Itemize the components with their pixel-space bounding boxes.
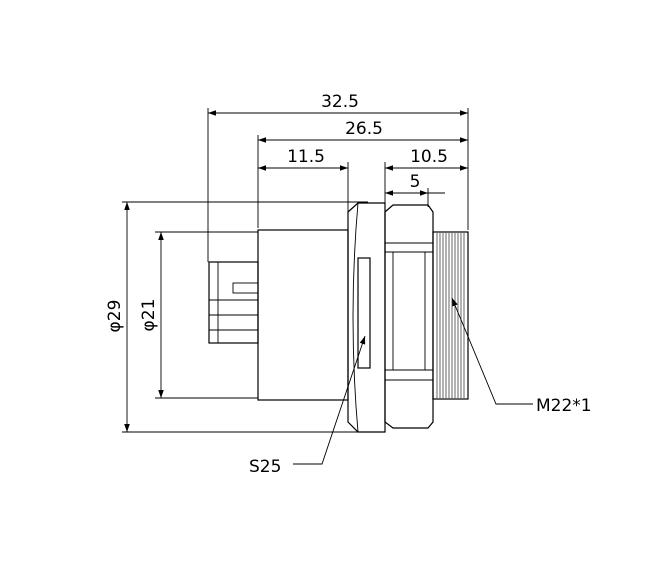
label-inner-diameter: φ21 bbox=[139, 299, 159, 332]
pin-housing bbox=[208, 261, 259, 344]
main-cylinder bbox=[257, 229, 349, 401]
label-overall-length: 32.5 bbox=[321, 92, 359, 112]
dimension-lines bbox=[124, 110, 468, 432]
label-nut-width: 5 bbox=[410, 172, 421, 192]
connector-body bbox=[208, 202, 469, 433]
extension-lines bbox=[122, 108, 469, 433]
label-body-length: 26.5 bbox=[345, 119, 383, 139]
leaders bbox=[293, 297, 533, 465]
label-thread: M22*1 bbox=[536, 396, 592, 416]
label-front-length: 11.5 bbox=[287, 147, 325, 167]
leader-m22 bbox=[451, 297, 533, 405]
leader-s25 bbox=[293, 335, 366, 465]
panel-nut bbox=[384, 204, 434, 429]
label-wrench-size: S25 bbox=[249, 457, 281, 477]
label-outer-diameter: φ29 bbox=[105, 300, 125, 333]
pin-key bbox=[232, 282, 259, 294]
label-rear-length: 10.5 bbox=[410, 147, 448, 167]
thread-lines bbox=[436, 233, 465, 398]
flange bbox=[347, 202, 386, 433]
thread-section bbox=[432, 231, 469, 400]
flange-seal bbox=[357, 257, 371, 369]
